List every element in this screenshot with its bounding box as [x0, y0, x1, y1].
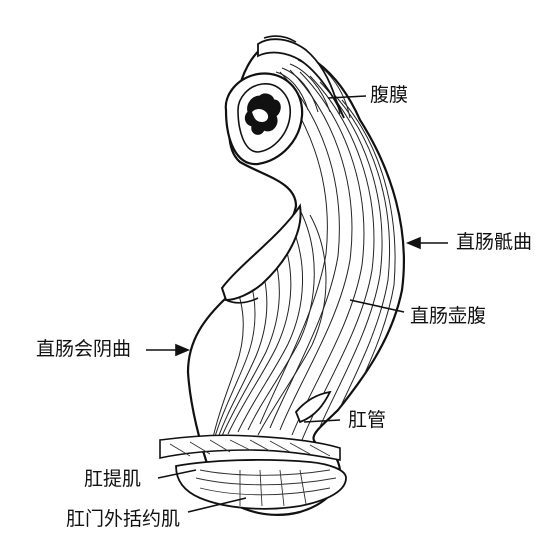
label-external-sphincter: 肛门外括约肌: [66, 510, 180, 529]
label-anal-canal: 肛管: [348, 411, 386, 430]
label-peritoneum: 腹膜: [370, 86, 408, 105]
label-levator-ani: 肛提肌: [84, 470, 141, 489]
label-perineal-flexure: 直肠会阴曲: [36, 340, 131, 359]
label-ampulla: 直肠壶腹: [410, 307, 486, 326]
label-sacral-flexure: 直肠骶曲: [456, 233, 532, 252]
